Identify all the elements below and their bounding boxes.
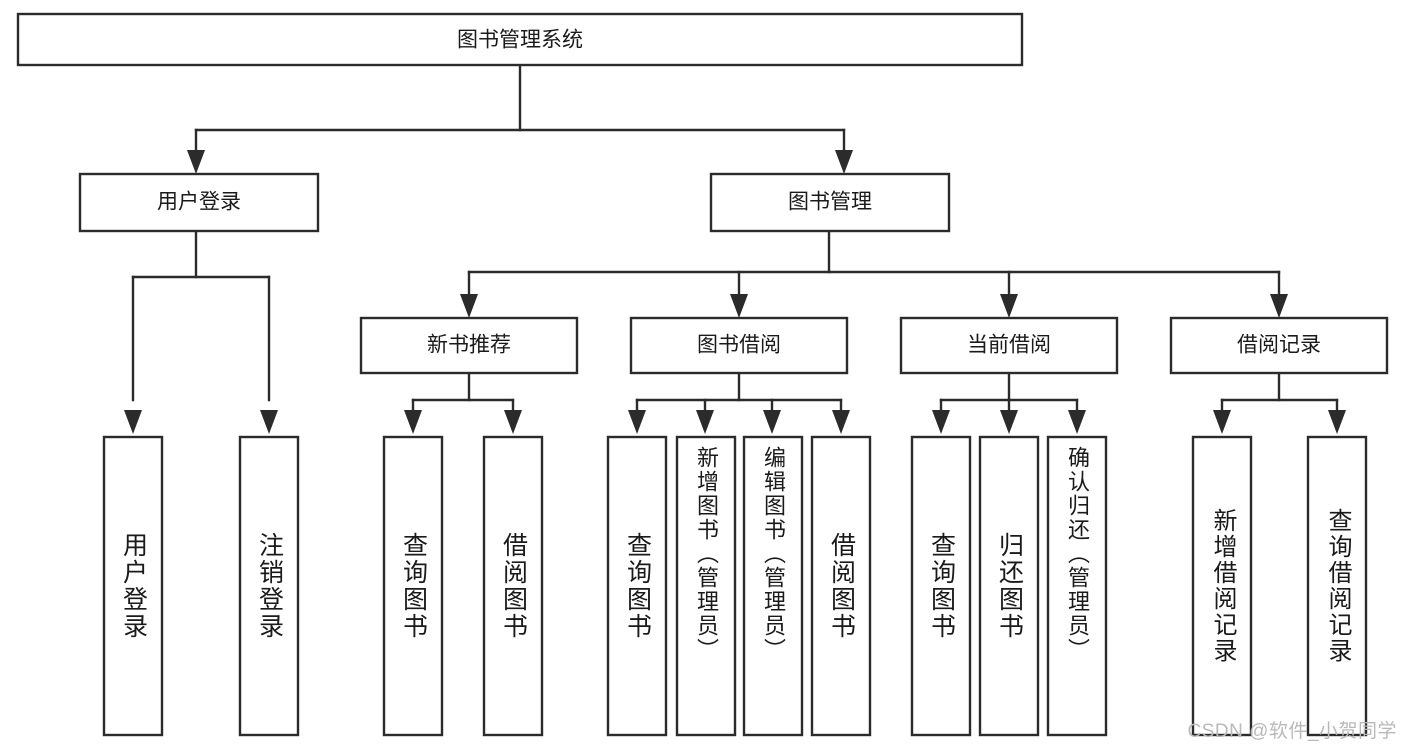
edge-book-manage-to-level3-bus [467, 229, 1281, 298]
arrow-nbr-leaf-2 [504, 410, 522, 434]
arrow-to-leaf-user-login [124, 410, 142, 434]
leaf-nbr-query-book[interactable] [382, 435, 444, 737]
leaf-bb-edit-book[interactable] [742, 435, 804, 737]
edge-user-login-to-leaves [131, 229, 271, 402]
arrow-bb-leaf-1 [628, 410, 646, 434]
edge-new-book-recommend-to-leaves [411, 371, 515, 414]
leaf-nbr-borrow-book[interactable] [482, 435, 544, 737]
node-user-login[interactable]: 用户登录 [78, 172, 320, 233]
arrow-to-new-book-recommend [460, 294, 478, 318]
node-book-borrow-label: 图书借阅 [697, 334, 781, 357]
node-borrow-record-label: 借阅记录 [1237, 334, 1321, 357]
node-user-login-label: 用户登录 [157, 191, 241, 214]
node-root-system-label: 图书管理系统 [457, 29, 583, 52]
arrow-to-current-borrow [1000, 294, 1018, 318]
arrow-cb-leaf-3 [1068, 410, 1086, 434]
leaf-logout[interactable] [238, 435, 300, 737]
arrow-cb-leaf-1 [932, 410, 950, 434]
arrow-cb-leaf-2 [1000, 410, 1018, 434]
edge-borrow-record-to-leaves [1220, 371, 1339, 414]
node-current-borrow-label: 当前借阅 [967, 334, 1051, 357]
node-borrow-record[interactable]: 借阅记录 [1169, 316, 1389, 375]
arrow-to-leaf-logout [260, 410, 278, 434]
arrow-to-user-login [187, 150, 205, 174]
node-root-system[interactable]: 图书管理系统 [16, 12, 1024, 67]
node-book-borrow[interactable]: 图书借阅 [629, 316, 849, 375]
edge-current-borrow-to-leaves [939, 371, 1079, 414]
leaf-br-query-record[interactable] [1306, 435, 1368, 737]
arrow-nbr-leaf-1 [404, 410, 422, 434]
arrow-bb-leaf-4 [832, 410, 850, 434]
arrow-bb-leaf-2 [696, 410, 714, 434]
leaf-cb-query-book[interactable] [910, 435, 972, 737]
node-book-manage-label: 图书管理 [788, 191, 872, 214]
leaf-br-add-record[interactable] [1191, 435, 1253, 737]
node-book-manage[interactable]: 图书管理 [709, 172, 951, 233]
node-new-book-recommend[interactable]: 新书推荐 [359, 316, 579, 375]
edge-root-to-level2-bus [194, 63, 846, 154]
arrow-br-leaf-2 [1328, 410, 1346, 434]
arrow-bb-leaf-3 [763, 410, 781, 434]
arrow-br-leaf-1 [1213, 410, 1231, 434]
leaf-bb-borrow-book[interactable] [810, 435, 872, 737]
leaf-cb-confirm-return[interactable] [1046, 435, 1108, 737]
arrow-to-book-manage [835, 150, 853, 174]
leaf-cb-return-book[interactable] [978, 435, 1040, 737]
node-new-book-recommend-label: 新书推荐 [427, 334, 511, 357]
arrow-to-book-borrow [730, 294, 748, 318]
leaf-user-login[interactable] [102, 435, 164, 737]
leaf-bb-query-book[interactable] [606, 435, 668, 737]
node-current-borrow[interactable]: 当前借阅 [899, 316, 1119, 375]
edge-book-borrow-to-leaves [635, 371, 843, 414]
arrow-to-borrow-record [1270, 294, 1288, 318]
csdn-watermark: CSDN @软件_小贺同学 [1187, 721, 1397, 742]
leaf-bb-add-book[interactable] [675, 435, 737, 737]
